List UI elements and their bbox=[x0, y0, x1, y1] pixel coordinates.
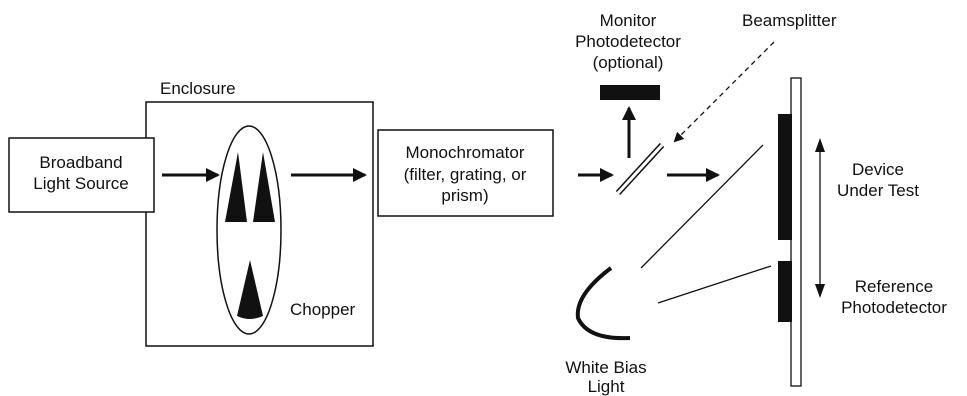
chopper-blade-left bbox=[225, 152, 247, 222]
broadband-light-source-box bbox=[8, 137, 155, 213]
monitor-label-line1: Monitor bbox=[600, 11, 657, 30]
chopper-wheel bbox=[216, 125, 282, 335]
dut-label-line2: Under Test bbox=[837, 181, 919, 200]
bias-label-line2: Light bbox=[588, 377, 625, 396]
device-under-test bbox=[778, 114, 792, 240]
broadband-label-line2: Light Source bbox=[33, 174, 128, 193]
dut-label-line1: Device bbox=[852, 160, 904, 179]
bias-ray-upper bbox=[640, 144, 764, 269]
translation-arrow-down-head bbox=[815, 284, 825, 298]
ref-label-line2: Photodetector bbox=[841, 298, 947, 317]
mono-label-line3: prism) bbox=[441, 186, 488, 205]
beamsplitter-label: Beamsplitter bbox=[742, 11, 837, 30]
sample-holder-plate bbox=[790, 77, 802, 387]
monitor-photodetector bbox=[600, 85, 660, 100]
beamsplitter-pointer bbox=[673, 41, 775, 143]
white-bias-light-reflector bbox=[575, 266, 631, 341]
enclosure-box bbox=[145, 101, 374, 347]
reference-photodetector bbox=[778, 261, 792, 322]
monitor-label-line2: Photodetector bbox=[575, 32, 681, 51]
chopper-blade-right bbox=[253, 152, 275, 222]
enclosure-label: Enclosure bbox=[160, 79, 236, 98]
chopper-blade-bottom bbox=[237, 260, 263, 319]
monochromator-box bbox=[377, 129, 554, 217]
ref-label-line1: Reference bbox=[855, 277, 933, 296]
monitor-label-line3: (optional) bbox=[593, 53, 664, 72]
mono-label-line1: Monochromator bbox=[405, 143, 524, 162]
bias-ray-lower bbox=[657, 265, 772, 304]
chopper-label: Chopper bbox=[290, 300, 356, 319]
beamsplitter-plate-inner bbox=[616, 143, 664, 195]
broadband-label-line1: Broadband bbox=[39, 153, 122, 172]
mono-label-line2: (filter, grating, or bbox=[404, 165, 527, 184]
translation-arrow-up-head bbox=[815, 138, 825, 152]
bias-label-line1: White Bias bbox=[565, 358, 646, 377]
